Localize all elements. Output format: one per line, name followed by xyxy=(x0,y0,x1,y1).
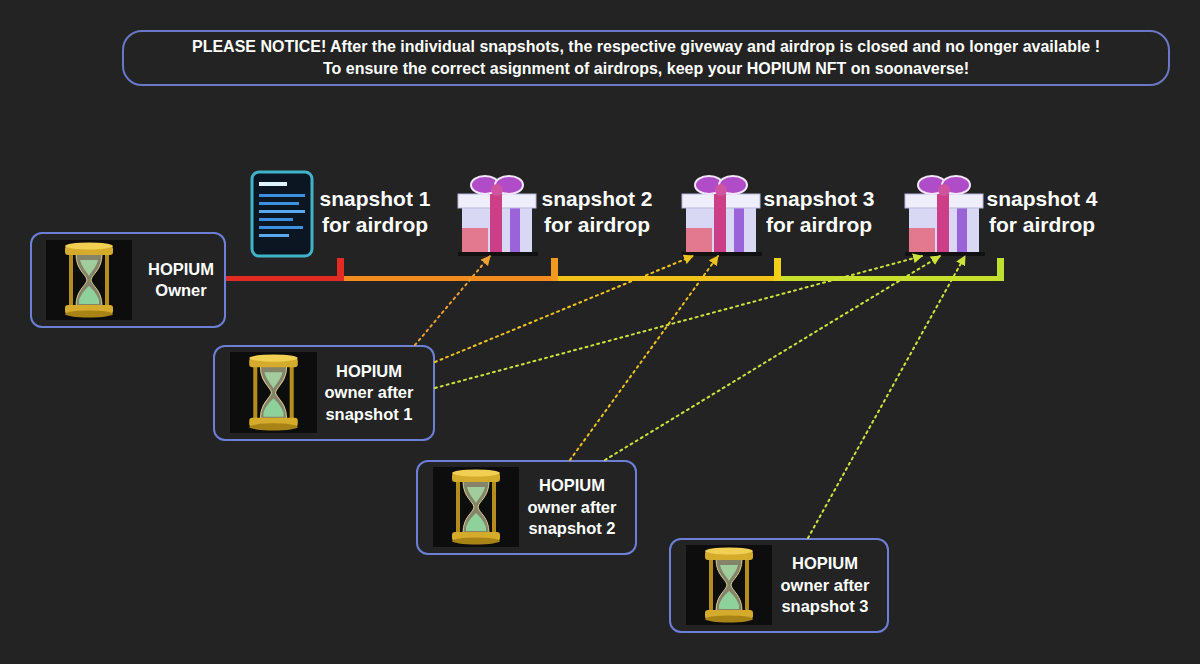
owner-box: HOPIUM Owner xyxy=(30,232,226,328)
owner-box: HOPIUM owner after snapshot 1 xyxy=(213,345,435,441)
snapshot-marker: snapshot 1 for airdrop xyxy=(248,168,438,256)
owner-label: HOPIUM owner after snapshot 2 xyxy=(522,475,622,539)
snapshot-label: snapshot 4 for airdrop xyxy=(983,186,1101,239)
timeline-segment xyxy=(226,276,342,281)
hourglass-image xyxy=(686,545,772,625)
snapshot-marker: snapshot 3 for airdrop xyxy=(678,168,882,256)
timeline xyxy=(226,258,1004,281)
gift-icon xyxy=(682,176,762,256)
hourglass-image xyxy=(46,240,132,320)
snapshot-marker: snapshot 2 for airdrop xyxy=(454,168,660,256)
owner-box: HOPIUM owner after snapshot 3 xyxy=(669,538,889,633)
hourglass-image xyxy=(230,352,317,433)
dotted-arrow xyxy=(605,256,940,460)
owner-label: HOPIUM Owner xyxy=(135,259,227,302)
notice-text: To ensure the correct asignment of airdr… xyxy=(124,58,1168,80)
timeline-tick xyxy=(551,258,558,281)
notice-text: PLEASE NOTICE! After the individual snap… xyxy=(124,36,1168,58)
timeline-tick xyxy=(337,258,344,281)
owner-label: HOPIUM owner after snapshot 1 xyxy=(319,361,419,425)
dotted-arrow xyxy=(415,256,490,345)
dotted-arrow xyxy=(570,256,718,460)
timeline-segment xyxy=(778,276,1003,281)
gift-icon xyxy=(905,176,985,256)
dotted-arrow xyxy=(435,256,922,388)
snapshot-marker: snapshot 4 for airdrop xyxy=(901,168,1105,256)
dotted-arrow xyxy=(808,256,965,538)
snapshot-label: snapshot 2 for airdrop xyxy=(538,186,656,239)
timeline-tick xyxy=(997,258,1004,281)
timeline-segment xyxy=(556,276,778,281)
owner-box: HOPIUM owner after snapshot 2 xyxy=(416,460,637,555)
timeline-segment xyxy=(340,276,556,281)
hourglass-image xyxy=(433,467,519,547)
dotted-arrow xyxy=(435,256,693,362)
snapshot-label: snapshot 3 for airdrop xyxy=(760,186,878,239)
notice-box: PLEASE NOTICE! After the individual snap… xyxy=(122,30,1170,86)
snapshot-label: snapshot 1 for airdrop xyxy=(316,186,434,239)
owner-label: HOPIUM owner after snapshot 3 xyxy=(775,553,875,617)
gift-icon xyxy=(458,176,538,256)
timeline-tick xyxy=(774,258,781,281)
wallet-icon xyxy=(252,172,312,256)
